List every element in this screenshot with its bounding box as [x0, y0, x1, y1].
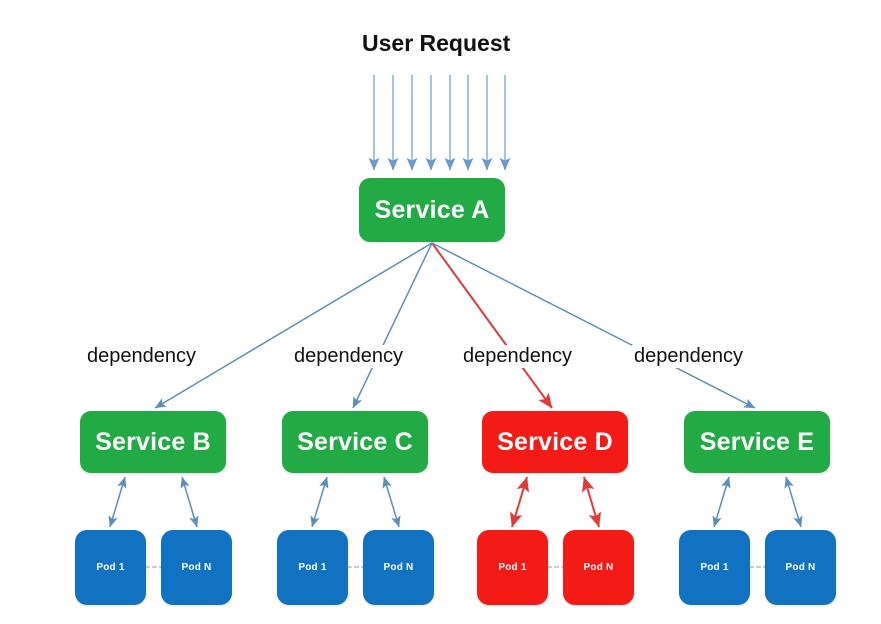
pod-node-e-1[interactable]: Pod 1: [679, 530, 750, 605]
edge-c-podn: [382, 476, 401, 528]
pod-node-c-1-label: Pod 1: [298, 562, 327, 573]
pod-node-c-n-label: Pod N: [383, 562, 414, 573]
edge-e-pod1: [712, 476, 731, 528]
pod-node-e-n[interactable]: Pod N: [765, 530, 836, 605]
pod-node-b-1-label: Pod 1: [96, 562, 125, 573]
service-node-e[interactable]: Service E: [684, 411, 830, 473]
service-node-d[interactable]: Service D: [482, 411, 628, 473]
edge-a-to-c: [352, 242, 433, 409]
service-node-b-label: Service B: [95, 427, 211, 456]
pod-node-b-1[interactable]: Pod 1: [75, 530, 146, 605]
pod-node-c-n[interactable]: Pod N: [363, 530, 434, 605]
pod-node-b-n[interactable]: Pod N: [161, 530, 232, 605]
pod-node-d-n-label: Pod N: [583, 562, 614, 573]
service-node-c[interactable]: Service C: [282, 411, 428, 473]
dependency-label-e: dependency: [632, 345, 745, 368]
pod-node-e-1-label: Pod 1: [700, 562, 729, 573]
edge-a-to-b: [154, 242, 433, 409]
user-request-label: User Request: [362, 30, 511, 56]
pod-node-c-1[interactable]: Pod 1: [277, 530, 348, 605]
dependency-label-d: dependency: [461, 345, 574, 368]
ingress-arrows: [368, 75, 511, 171]
service-to-pod-edges: [108, 476, 803, 528]
pod-node-d-1[interactable]: Pod 1: [477, 530, 548, 605]
pod-node-d-n[interactable]: Pod N: [563, 530, 634, 605]
edge-c-pod1: [310, 476, 329, 528]
edge-a-to-d: [431, 242, 553, 409]
service-node-a-label: Service A: [374, 195, 490, 224]
pod-node-e-n-label: Pod N: [785, 562, 816, 573]
dependency-label-c: dependency: [292, 345, 405, 368]
service-node-e-label: Service E: [699, 427, 815, 456]
edge-b-podn: [180, 476, 199, 528]
service-node-b[interactable]: Service B: [80, 411, 226, 473]
root-to-service-edges: [154, 242, 756, 409]
edge-a-to-e: [431, 242, 756, 409]
service-node-c-label: Service C: [297, 427, 413, 456]
service-node-a[interactable]: Service A: [359, 178, 505, 242]
edge-d-pod1: [510, 476, 529, 528]
pod-node-b-n-label: Pod N: [181, 562, 212, 573]
pod-node-d-1-label: Pod 1: [498, 562, 527, 573]
edge-d-podn: [582, 476, 601, 528]
service-node-d-label: Service D: [497, 427, 613, 456]
edge-b-pod1: [108, 476, 127, 528]
edge-e-podn: [784, 476, 803, 528]
dependency-label-b: dependency: [85, 345, 198, 368]
